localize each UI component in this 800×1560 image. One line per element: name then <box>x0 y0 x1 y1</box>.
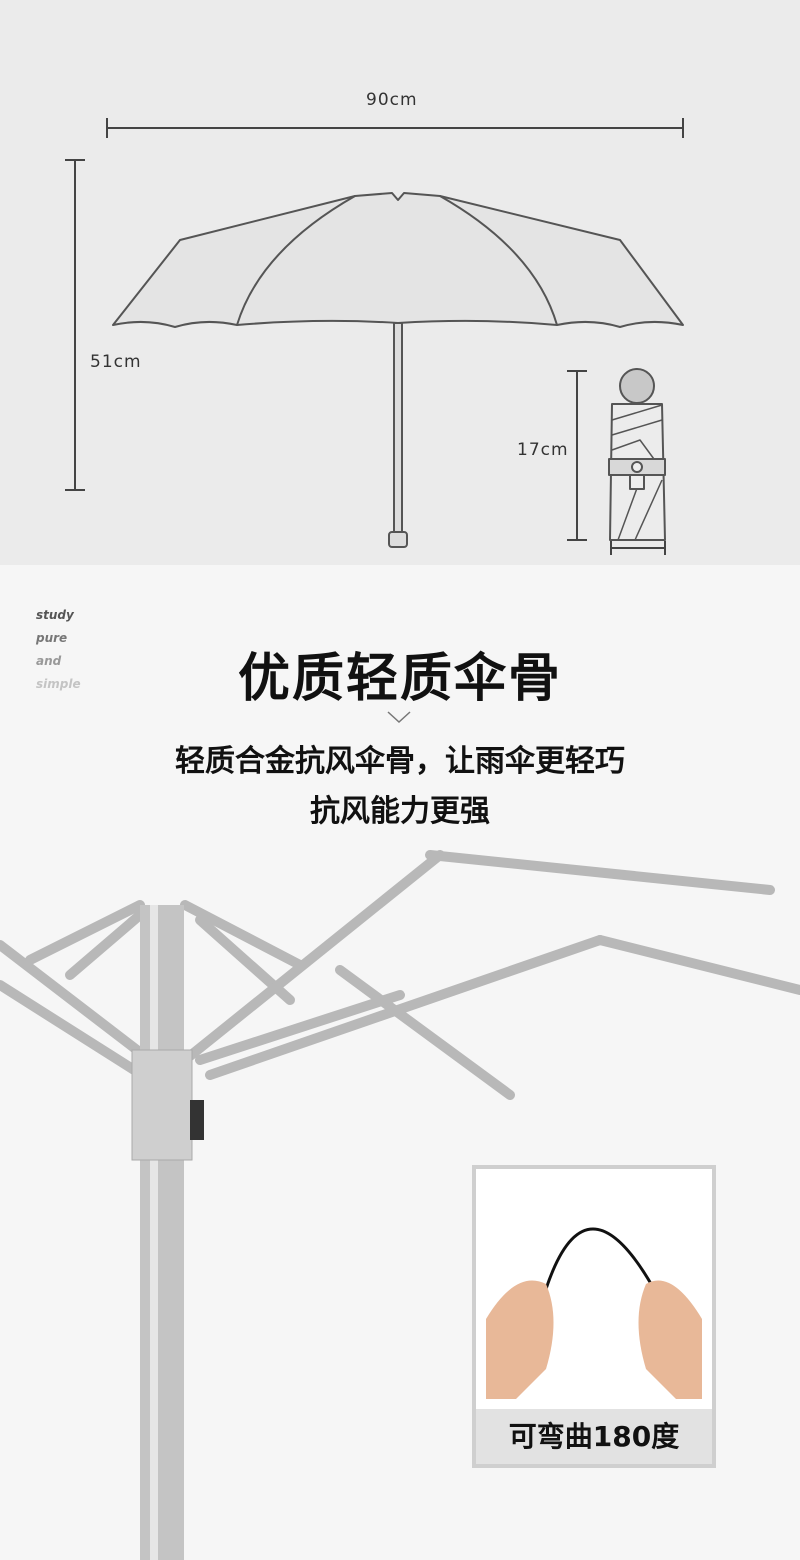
subheading-line: 轻质合金抗风伞骨，让雨伞更轻巧 <box>175 744 625 779</box>
tagline-word: simple <box>36 677 81 691</box>
umbrella-dimension-diagram <box>65 118 684 555</box>
tagline-word: and <box>36 654 62 668</box>
subheading-line: 抗风能力更强 <box>310 794 490 829</box>
tagline-word: study <box>36 608 74 622</box>
inset-caption: 可弯曲180度 <box>476 1409 712 1464</box>
page-title: 优质轻质伞骨 <box>237 649 562 709</box>
folded-length-label: 17cm <box>517 440 569 460</box>
bend-demo-inset: 可弯曲180度 <box>472 1165 716 1468</box>
tagline-word: pure <box>36 631 68 645</box>
height-label: 51cm <box>90 352 142 372</box>
tagline: study pure and simple <box>36 604 81 696</box>
bending-rib-photo <box>486 1227 702 1399</box>
width-label: 90cm <box>366 90 418 110</box>
